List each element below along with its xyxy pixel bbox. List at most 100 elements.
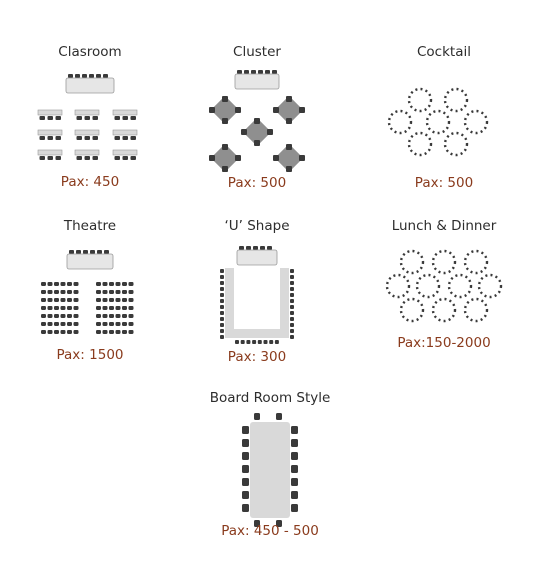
seat — [122, 298, 127, 302]
layout-capacity: Pax: 450 - 500 — [221, 523, 319, 539]
chair — [290, 287, 294, 291]
seat — [60, 306, 66, 310]
seat — [67, 290, 72, 294]
classroom-diagram — [37, 74, 138, 160]
round-table — [385, 273, 411, 299]
round-table — [431, 297, 457, 323]
chair — [290, 323, 294, 327]
chair — [258, 70, 263, 74]
layout-capacity: Pax: 300 — [227, 349, 287, 365]
chair — [39, 156, 45, 160]
chair — [267, 129, 273, 135]
seat — [60, 290, 66, 294]
chair — [276, 413, 282, 420]
chair — [82, 74, 87, 78]
seat — [102, 322, 108, 326]
seat — [73, 330, 79, 334]
layout-title: Board Room Style — [209, 390, 331, 406]
desk — [74, 149, 100, 156]
chair — [130, 136, 136, 140]
round-table — [463, 297, 489, 323]
seat — [115, 290, 121, 294]
head-table — [234, 73, 280, 90]
seat — [102, 306, 108, 310]
chair — [76, 156, 82, 160]
seat — [109, 290, 114, 294]
seat — [122, 322, 127, 326]
chair — [299, 107, 305, 113]
seat — [54, 314, 59, 318]
seat — [128, 330, 134, 334]
seat — [73, 306, 79, 310]
seat — [47, 290, 53, 294]
desk — [37, 109, 63, 116]
chair — [235, 155, 241, 161]
chair — [84, 116, 90, 120]
chair — [122, 156, 128, 160]
seat — [54, 290, 59, 294]
chair — [55, 156, 61, 160]
seat — [60, 282, 66, 286]
chair — [92, 116, 98, 120]
desk — [112, 109, 138, 116]
round-table — [463, 109, 489, 135]
chair — [269, 340, 274, 344]
chair — [286, 166, 292, 172]
chair — [286, 118, 292, 124]
seat — [115, 314, 121, 318]
chair — [130, 156, 136, 160]
chair — [75, 74, 80, 78]
chair — [254, 413, 260, 420]
seat — [96, 314, 101, 318]
chair — [290, 317, 294, 321]
chair — [290, 335, 294, 339]
seat — [109, 330, 114, 334]
chair — [47, 116, 53, 120]
seat — [67, 298, 72, 302]
chair — [97, 250, 102, 254]
chair — [220, 287, 224, 291]
layout-title: Cocktail — [417, 44, 471, 60]
seat — [60, 322, 66, 326]
table-bottom — [234, 329, 280, 338]
chair — [220, 335, 224, 339]
table-right — [280, 268, 289, 338]
chair — [260, 246, 265, 250]
seat — [115, 322, 121, 326]
chair — [220, 293, 224, 297]
chair — [220, 299, 224, 303]
seat — [41, 290, 46, 294]
chair — [299, 155, 305, 161]
table-left — [225, 268, 234, 338]
seat — [41, 282, 46, 286]
round-table — [443, 131, 469, 157]
desk — [37, 149, 63, 156]
seat — [47, 314, 53, 318]
chair — [242, 465, 249, 473]
chair — [290, 281, 294, 285]
chair — [76, 116, 82, 120]
seat — [115, 306, 121, 310]
chair — [286, 96, 292, 102]
seat — [41, 306, 46, 310]
seat — [96, 330, 101, 334]
chair — [220, 269, 224, 273]
chair — [291, 465, 298, 473]
chair — [220, 275, 224, 279]
seat — [128, 290, 134, 294]
chair — [47, 156, 53, 160]
theatre-diagram — [41, 250, 134, 334]
chair — [291, 439, 298, 447]
seat — [122, 282, 127, 286]
seat — [47, 322, 53, 326]
chair — [242, 439, 249, 447]
chair — [242, 478, 249, 486]
layout-capacity: Pax: 500 — [414, 175, 474, 191]
chair — [265, 70, 270, 74]
seat — [54, 282, 59, 286]
chair — [76, 136, 82, 140]
layout-capacity: Pax:150-2000 — [397, 335, 491, 351]
seat — [96, 298, 101, 302]
chair — [209, 155, 215, 161]
u-shape-diagram — [220, 246, 294, 344]
